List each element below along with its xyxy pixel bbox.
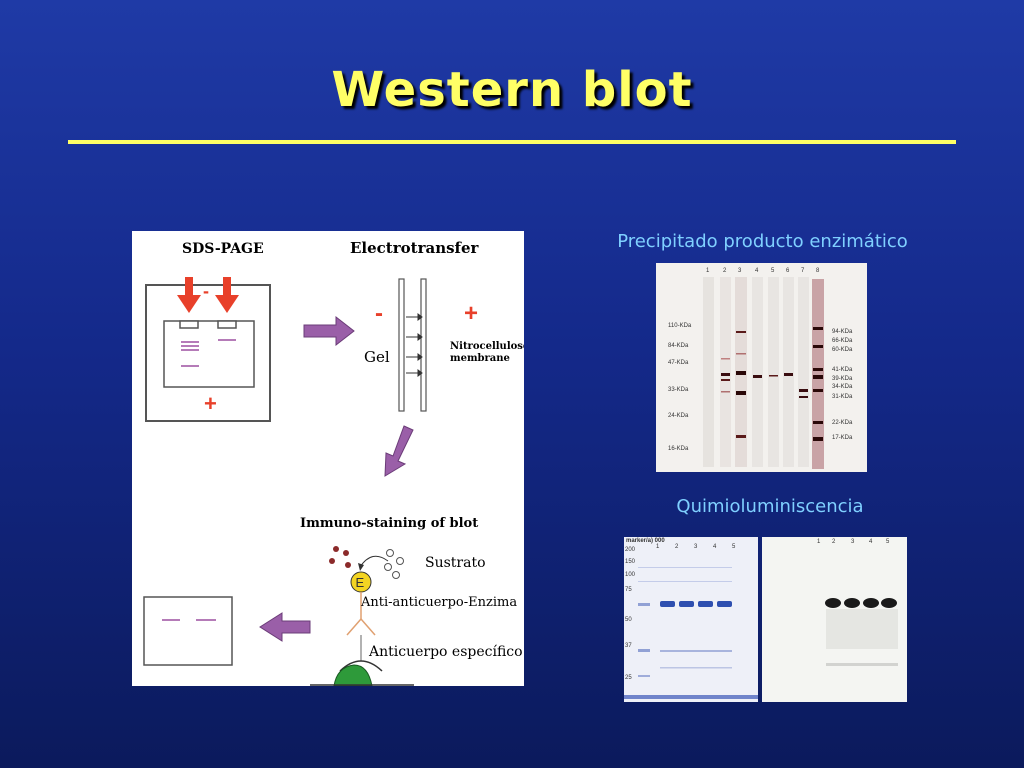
precipitado-caption: Precipitado producto enzimático bbox=[617, 231, 908, 252]
blot-left-marker: 110-KDa bbox=[668, 323, 692, 329]
blot-lane-labels: 1 2 3 4 5 6 7 8 bbox=[706, 268, 820, 274]
gel-slab bbox=[163, 320, 255, 388]
chemi-lane-number: 2 bbox=[832, 539, 836, 545]
coomassie-marker-value: 50 bbox=[625, 617, 632, 623]
coomassie-marker-value: 75 bbox=[625, 587, 632, 593]
red-down-arrow-2 bbox=[215, 277, 239, 313]
chemi-lane-labels: 1 2 3 4 5 bbox=[817, 539, 890, 545]
blot-right-markers: 94-KDa 66-KDa 60-KDa 41-KDa 39-KDa 34-KDa 31-K… bbox=[832, 329, 853, 441]
purple-right-arrow bbox=[303, 315, 355, 347]
gel-well-1 bbox=[179, 320, 199, 329]
purple-left-arrow bbox=[259, 612, 311, 642]
blot-right-marker: 31-KDa bbox=[832, 394, 853, 400]
coomassie-lane-labels: 1 2 3 4 5 bbox=[656, 544, 736, 550]
blot-left-marker: 16-KDa bbox=[668, 446, 689, 452]
blot-left-marker: 33-KDa bbox=[668, 387, 689, 393]
gel-bands bbox=[181, 339, 236, 367]
electro-plus-sign: + bbox=[464, 300, 478, 327]
product-molecules bbox=[329, 546, 351, 568]
blot-left-marker: 84-KDa bbox=[668, 343, 689, 349]
coomassie-marker-value: 100 bbox=[625, 572, 636, 578]
blot-right-marker: 60-KDa bbox=[832, 347, 853, 353]
precipitado-blot-svg: 1 2 3 4 5 6 7 8 110-KDa 84-KDa 47-KDa 33-KDa 24-KDa… bbox=[668, 268, 853, 469]
reaction-arrowhead bbox=[358, 563, 364, 571]
sustrato-label: Sustrato bbox=[425, 555, 486, 571]
electro-minus-sign: - bbox=[375, 300, 383, 327]
coomassie-marker-values: 200 150 100 75 50 37 25 bbox=[625, 547, 636, 681]
blot-left-markers: 110-KDa 84-KDa 47-KDa 33-KDa 24-KDa 16-KDa bbox=[668, 323, 692, 452]
transfer-arrows bbox=[406, 313, 423, 377]
chemi-bands bbox=[825, 598, 898, 666]
quimio-caption: Quimioluminiscencia bbox=[676, 496, 864, 517]
blot-left-marker: 24-KDa bbox=[668, 413, 689, 419]
sds-minus-sign: - bbox=[203, 281, 209, 301]
gel-well-2 bbox=[217, 320, 237, 329]
coomassie-lane-number: 1 bbox=[656, 544, 660, 550]
coomassie-marker-value: 200 bbox=[625, 547, 636, 553]
chemiluminescence-blot-svg: 1 2 3 4 5 bbox=[817, 539, 898, 666]
blot-lane-number: 3 bbox=[738, 268, 742, 274]
purple-down-arrow bbox=[384, 425, 414, 477]
chemi-lane-number: 3 bbox=[851, 539, 855, 545]
blot-right-marker: 66-KDa bbox=[832, 338, 853, 344]
blot-bands bbox=[721, 327, 823, 441]
immuno-staining-label: Immuno-staining of blot bbox=[300, 516, 478, 531]
membrane-plate bbox=[420, 278, 427, 412]
antigen-blob bbox=[333, 664, 373, 686]
chemi-lane-number: 4 bbox=[869, 539, 873, 545]
slide-title: Western blot bbox=[331, 62, 693, 118]
substrate-molecules bbox=[384, 549, 404, 579]
precipitado-blot-image: 1 2 3 4 5 6 7 8 110-KDa 84-KDa 47-KDa 33-KDa 24-KDa… bbox=[656, 263, 867, 472]
sds-plus-sign: + bbox=[204, 391, 217, 416]
coomassie-marker-value: 37 bbox=[625, 643, 632, 649]
chemi-lane-number: 1 bbox=[817, 539, 821, 545]
coomassie-marker-value: 150 bbox=[625, 559, 636, 565]
red-down-arrow-1 bbox=[177, 277, 201, 313]
blot-right-marker: 34-KDa bbox=[832, 384, 853, 390]
enzyme-letter: E bbox=[356, 575, 365, 590]
diagram-svg: SDS-PAGE Electrotransfer - + - + bbox=[143, 239, 524, 686]
gel-label: Gel bbox=[364, 348, 390, 366]
coomassie-header: marker/a) 000 bbox=[626, 538, 665, 544]
membrane-label-line1: Nitrocellulose bbox=[450, 341, 524, 352]
blot-right-marker: 94-KDa bbox=[832, 329, 853, 335]
blot-lane-number: 1 bbox=[706, 268, 710, 274]
blot-lane-number: 4 bbox=[755, 268, 759, 274]
coomassie-lane-number: 5 bbox=[732, 544, 736, 550]
blot-lane-number: 8 bbox=[816, 268, 820, 274]
title-underline bbox=[68, 140, 956, 144]
blot-lane-number: 6 bbox=[786, 268, 790, 274]
result-membrane bbox=[143, 596, 233, 666]
western-blot-diagram: SDS-PAGE Electrotransfer - + - + bbox=[132, 231, 524, 686]
chemiluminescence-blot-image: 1 2 3 4 5 bbox=[762, 537, 907, 702]
blot-lane-number: 5 bbox=[771, 268, 775, 274]
blot-lane-number: 2 bbox=[723, 268, 727, 274]
chemi-lane-number: 5 bbox=[886, 539, 890, 545]
coomassie-gel-svg: marker/a) 000 1 2 3 4 5 200 150 100 75 50 37 25 bbox=[624, 538, 758, 699]
blot-right-marker: 39-KDa bbox=[832, 376, 853, 382]
blot-right-marker: 41-KDa bbox=[832, 367, 853, 373]
electrotransfer-label: Electrotransfer bbox=[350, 239, 480, 257]
blot-left-marker: 47-KDa bbox=[668, 360, 689, 366]
anticuerpo-label: Anticuerpo específico bbox=[368, 644, 523, 660]
reaction-arrow bbox=[359, 555, 389, 568]
coomassie-marker-value: 25 bbox=[625, 675, 632, 681]
anti-anticuerpo-label: Anti-anticuerpo-Enzima bbox=[360, 595, 517, 610]
coomassie-lane-number: 3 bbox=[694, 544, 698, 550]
coomassie-lane-number: 4 bbox=[713, 544, 717, 550]
gel-plate bbox=[398, 278, 405, 412]
sds-page-frame bbox=[145, 284, 271, 422]
sds-page-label: SDS-PAGE bbox=[182, 241, 264, 257]
coomassie-gel-image: marker/a) 000 1 2 3 4 5 200 150 100 75 50 37 25 bbox=[624, 537, 758, 702]
coomassie-lane-number: 2 bbox=[675, 544, 679, 550]
secondary-antibody bbox=[346, 592, 376, 636]
coomassie-bands bbox=[624, 567, 758, 699]
blot-lane-number: 7 bbox=[801, 268, 805, 274]
membrane-label-line2: membrane bbox=[450, 353, 510, 364]
blot-right-marker: 17-KDa bbox=[832, 435, 853, 441]
blot-right-marker: 22-KDa bbox=[832, 420, 853, 426]
